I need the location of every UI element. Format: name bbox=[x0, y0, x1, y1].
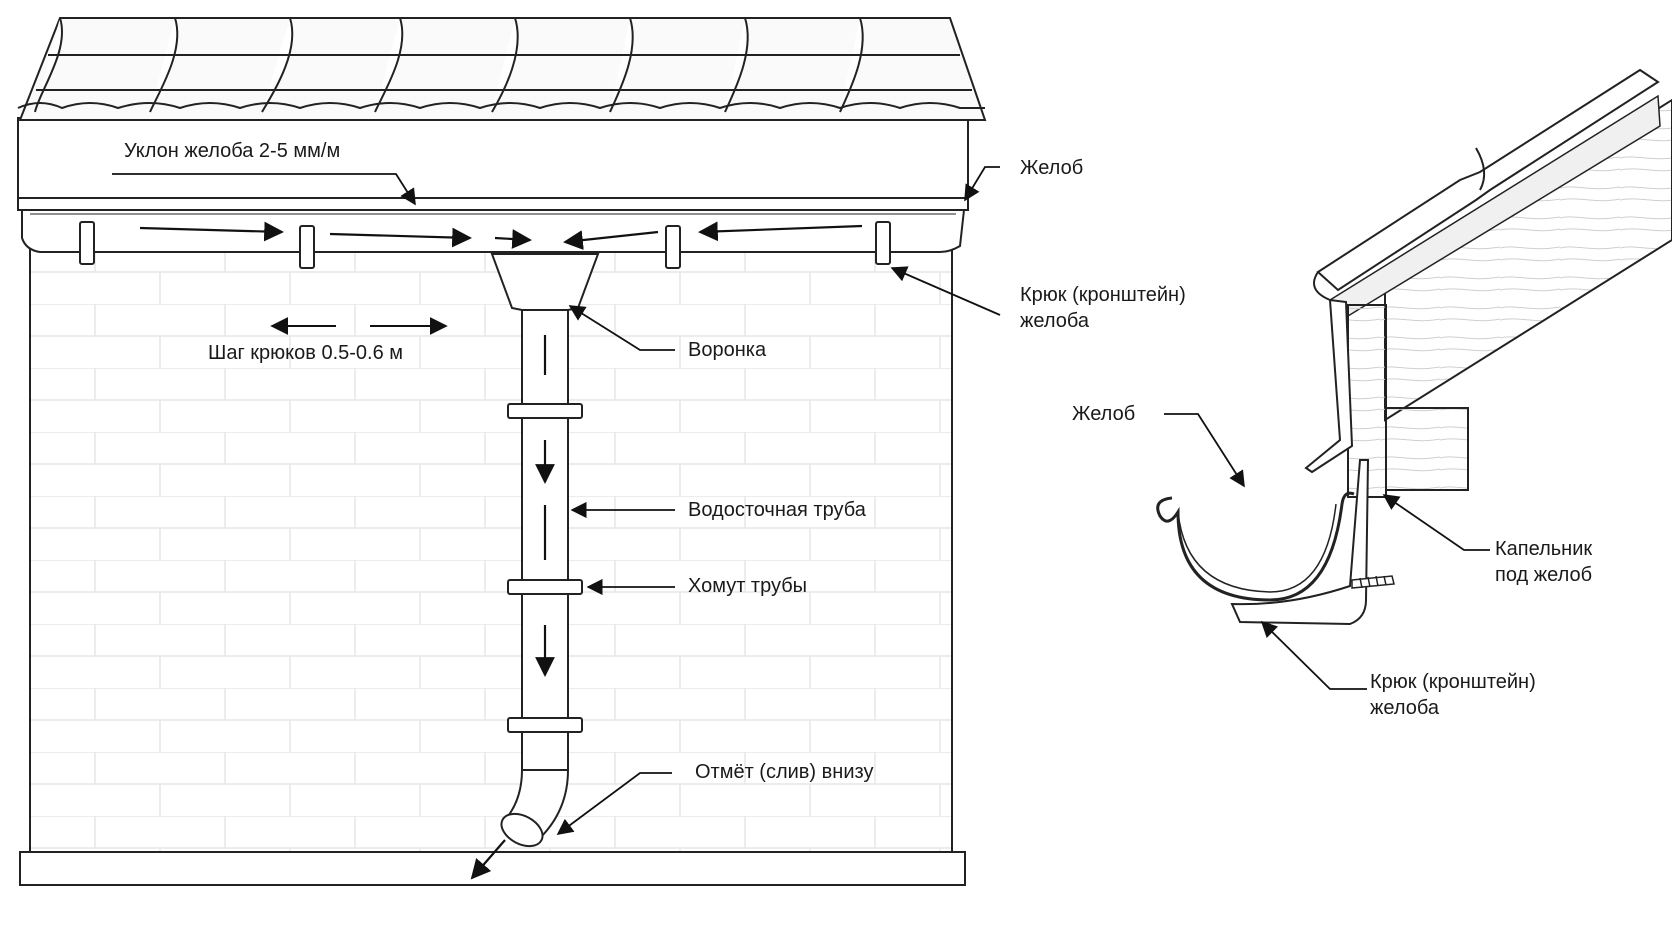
clamp-label: Хомут трубы bbox=[688, 575, 808, 597]
hook bbox=[665, 225, 681, 269]
hook-label-front-line1: Крюк (кронштейн) bbox=[1020, 284, 1186, 306]
flow-arrows-gutter bbox=[139, 221, 863, 250]
funnel-label: Воронка bbox=[688, 339, 767, 361]
gutter-hooks bbox=[79, 221, 891, 269]
hook bbox=[79, 221, 95, 265]
gutter-profile bbox=[1156, 491, 1355, 602]
flow-arrows-pipe bbox=[470, 335, 555, 880]
drip-edge bbox=[1304, 298, 1354, 474]
hook bbox=[875, 221, 891, 265]
screw-icon bbox=[1351, 575, 1395, 589]
hook-label-section: Крюк (кронштейн) желоба bbox=[1370, 669, 1536, 721]
drip-edge-label: Капельник под желоб bbox=[1495, 536, 1592, 588]
pipe-clamps bbox=[507, 403, 583, 733]
gutter-label-front: Желоб bbox=[1020, 157, 1084, 179]
gutter-hook-bracket bbox=[1230, 459, 1370, 626]
outlet-label: Отмёт (слив) внизу bbox=[695, 761, 874, 783]
hook-label-section-line2: желоба bbox=[1370, 697, 1439, 719]
leader-lines-front bbox=[112, 166, 1001, 835]
gutter-label-section: Желоб bbox=[1072, 403, 1136, 425]
roof-metal-tile bbox=[17, 17, 987, 121]
rafter-end bbox=[1385, 407, 1469, 491]
section-view bbox=[1156, 68, 1672, 690]
pipe-clamp bbox=[507, 579, 583, 595]
leader-lines-section bbox=[1164, 413, 1490, 690]
downpipe-label: Водосточная труба bbox=[688, 499, 866, 521]
pipe-clamp bbox=[507, 717, 583, 733]
hook-label-front: Крюк (кронштейн) желоба bbox=[1020, 282, 1186, 334]
roof-metal-sheet bbox=[1316, 68, 1660, 292]
fascia-board bbox=[17, 117, 969, 199]
drip-edge-label-line1: Капельник bbox=[1495, 538, 1593, 560]
front-view bbox=[17, 17, 1001, 886]
drip-edge-label-line2: под желоб bbox=[1495, 564, 1593, 586]
pipe-clamp bbox=[507, 403, 583, 419]
hook-label-section-line1: Крюк (кронштейн) bbox=[1370, 671, 1536, 693]
ground-slab bbox=[19, 851, 966, 886]
gutter-front bbox=[17, 197, 969, 253]
hook-spacing-label: Шаг крюков 0.5-0.6 м bbox=[208, 342, 404, 364]
slope-label: Уклон желоба 2-5 мм/м bbox=[124, 140, 341, 162]
hook bbox=[299, 225, 315, 269]
hook-label-front-line2: желоба bbox=[1020, 310, 1089, 332]
